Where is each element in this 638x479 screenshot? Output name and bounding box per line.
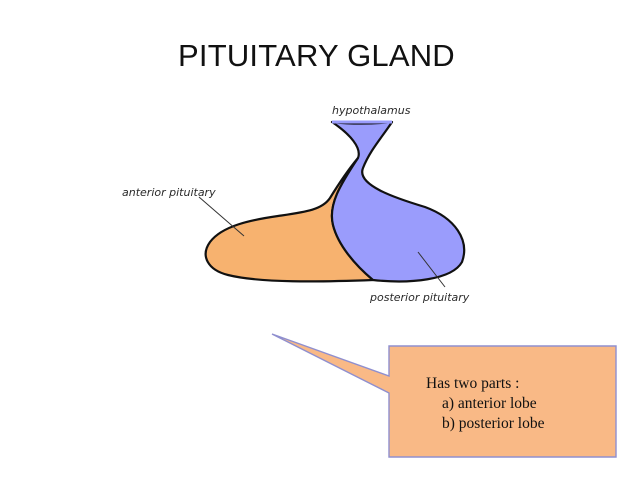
callout-line-3: b) posterior lobe bbox=[442, 415, 545, 432]
posterior-pituitary-label: posterior pituitary bbox=[369, 291, 470, 304]
callout-text: Has two parts : a) anterior lobe b) post… bbox=[426, 374, 544, 434]
posterior-leader-line bbox=[417, 251, 446, 288]
posterior-lobe bbox=[330, 120, 466, 283]
callout-line-1: Has two parts : bbox=[426, 375, 520, 392]
hypothalamus-label: hypothalamus bbox=[332, 104, 411, 117]
anterior-leader-line bbox=[198, 196, 245, 237]
callout-bubble bbox=[271, 333, 617, 458]
callout-line-2: a) anterior lobe bbox=[442, 395, 537, 412]
anterior-pituitary-label: anterior pituitary bbox=[122, 186, 216, 199]
callout-shape bbox=[271, 333, 617, 458]
slide-title: PITUITARY GLAND bbox=[178, 38, 455, 73]
